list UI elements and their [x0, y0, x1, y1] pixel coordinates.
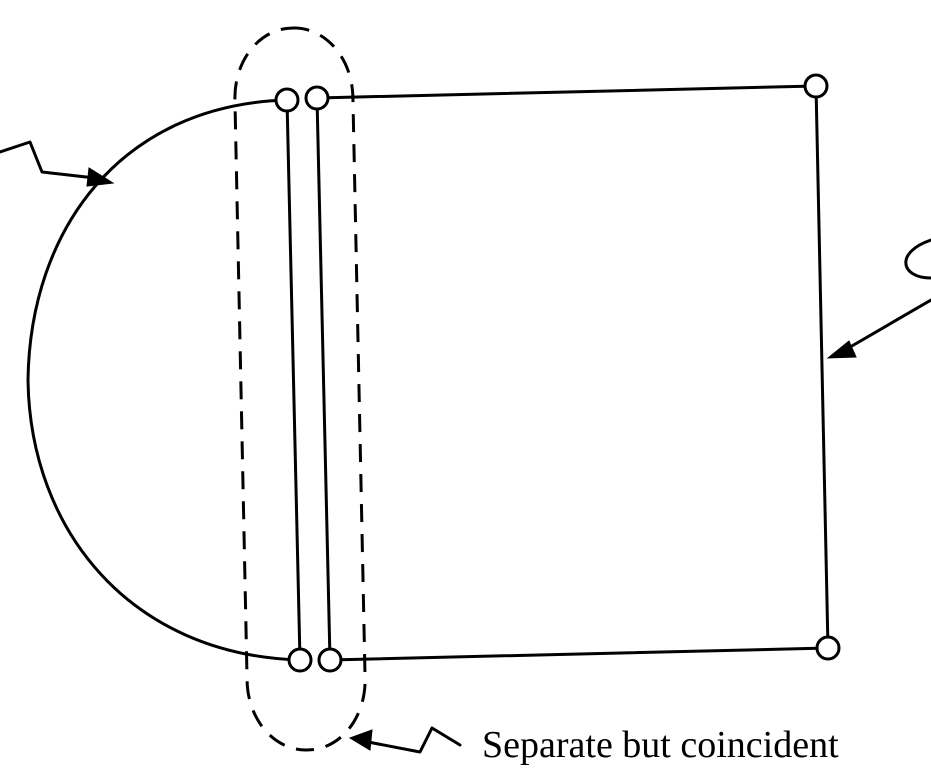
semicircle-arc: [26, 98, 302, 662]
vertex-rect-top-right: [803, 73, 829, 99]
rectangle-bottom-edge: [328, 646, 830, 662]
rectangle-top-edge: [315, 84, 818, 100]
arc-leader-arrowhead: [86, 167, 115, 187]
vertex-rect-top-left: [304, 85, 330, 111]
vertex-rect-bottom-left: [317, 647, 343, 673]
vertex-arc-top: [274, 87, 300, 113]
coincident-label: Separate but coincident: [482, 724, 839, 766]
coincident-leader-line: [366, 726, 462, 754]
coincident-edges-enclosure: [233, 26, 367, 752]
rectangle-leader-arrowhead: [826, 340, 857, 359]
arc-leader-line: [0, 140, 97, 180]
rectangle-left-edge: [315, 96, 332, 662]
vertex-arc-bottom: [287, 647, 313, 673]
rectangle-leader-line: [843, 238, 931, 352]
rectangle-right-edge: [814, 84, 830, 650]
coincident-leader-arrowhead: [348, 729, 373, 751]
vertex-rect-bottom-right: [815, 635, 841, 661]
arc-closing-edge: [285, 98, 302, 662]
